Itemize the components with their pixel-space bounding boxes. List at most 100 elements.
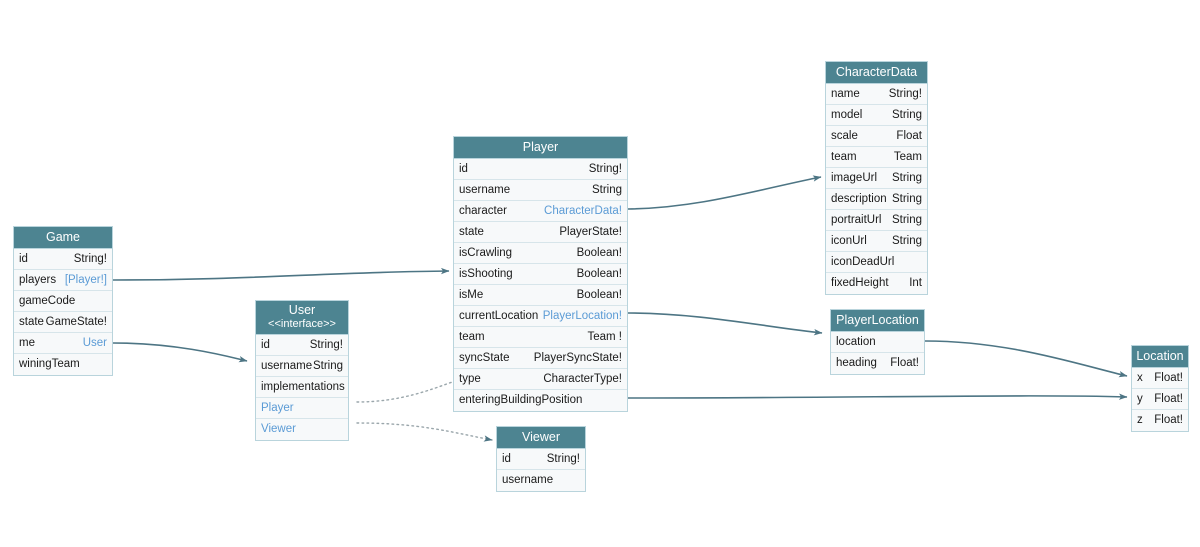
table-row[interactable]: heading Float! (831, 353, 924, 374)
field-name: id (261, 339, 270, 351)
table-row[interactable]: gameCode String! (14, 291, 112, 312)
field-type: Boolean! (576, 247, 622, 259)
field-type: String (550, 490, 580, 491)
table-row[interactable]: fixedHeight Int (826, 273, 927, 294)
table-row[interactable]: y Float! (1132, 389, 1188, 410)
table-row[interactable]: imageUrl String (826, 168, 927, 189)
table-row[interactable]: winingTeam Team (14, 354, 112, 375)
table-row[interactable]: name String! (826, 84, 927, 105)
entity-viewer[interactable]: Viewer id String! username String (496, 426, 586, 492)
field-name: username (261, 360, 313, 372)
field-type[interactable]: CharacterData! (544, 205, 622, 217)
edge-game-players-to-player (112, 267, 450, 281)
field-name: fixedHeight (831, 277, 889, 289)
table-row[interactable]: character CharacterData! (454, 201, 627, 222)
table-row[interactable]: id String! (256, 335, 348, 356)
field-name: model (831, 109, 863, 121)
entity-user-stereotype: <<interface>> (268, 318, 336, 330)
field-type: Boolean! (576, 289, 622, 301)
field-type[interactable]: Location (579, 410, 622, 411)
table-row[interactable]: syncState PlayerSyncState! (454, 348, 627, 369)
table-row[interactable]: currentLocation PlayerLocation! (454, 306, 627, 327)
field-name: username (459, 184, 511, 196)
edge-playerlocation-location-to-location (924, 340, 1128, 378)
entity-game[interactable]: Game id String! players [Player!] gameCo… (13, 226, 113, 376)
field-name: isMe (459, 289, 484, 301)
table-row[interactable]: portraitUrl String (826, 210, 927, 231)
field-name: character (459, 205, 507, 217)
field-name: enteringBuildingPosition (459, 394, 583, 406)
field-name: type (459, 373, 481, 385)
table-row[interactable]: me User (14, 333, 112, 354)
field-type[interactable]: PlayerLocation! (542, 310, 622, 322)
entity-location-title: Location (1132, 346, 1188, 368)
implementation-player[interactable]: Player (256, 398, 348, 419)
field-type: Float! (1154, 414, 1183, 426)
field-type: String (891, 109, 922, 121)
field-type: String! (588, 163, 622, 175)
implementation-viewer[interactable]: Viewer (256, 419, 348, 440)
table-row[interactable]: id String! (14, 249, 112, 270)
table-row[interactable]: x Float! (1132, 368, 1188, 389)
table-row[interactable]: team Team ! (454, 327, 627, 348)
entity-location[interactable]: Location x Float! y Float! z Float! (1131, 345, 1189, 432)
field-name: players (19, 274, 57, 286)
edge-game-me-to-user (112, 342, 248, 363)
table-row[interactable]: players [Player!] (14, 270, 112, 291)
table-row[interactable]: username String (256, 356, 348, 377)
entity-user-name: User (288, 303, 316, 317)
table-row[interactable]: iconDeadUrl String (826, 252, 927, 273)
table-row[interactable]: model String (826, 105, 927, 126)
entity-player[interactable]: Player id String! username String charac… (453, 136, 628, 412)
entity-characterdata[interactable]: CharacterData name String! model String … (825, 61, 928, 295)
field-type: Boolean! (576, 268, 622, 280)
field-name: username (502, 474, 554, 486)
table-row[interactable]: username String (454, 180, 627, 201)
table-row[interactable]: description String (826, 189, 927, 210)
field-type[interactable]: [Player!] (64, 274, 107, 286)
field-name: id (502, 453, 511, 465)
table-row[interactable]: state PlayerState! (454, 222, 627, 243)
field-name: iconDeadUrl (831, 256, 895, 268)
table-row[interactable]: enteringBuildingPosition Location (454, 390, 627, 411)
field-type: Float! (1154, 372, 1183, 384)
table-row[interactable]: isShooting Boolean! (454, 264, 627, 285)
edge-player-currentlocation-to-playerlocation (627, 312, 823, 336)
field-type: Float! (1154, 393, 1183, 405)
table-row[interactable]: scale Float (826, 126, 927, 147)
table-row[interactable]: team Team (826, 147, 927, 168)
table-row[interactable]: type CharacterType! (454, 369, 627, 390)
table-row[interactable]: id String! (454, 159, 627, 180)
field-name: imageUrl (831, 172, 878, 184)
table-row[interactable]: state GameState! (14, 312, 112, 333)
table-row[interactable]: id String! (497, 449, 585, 470)
field-name: me (19, 337, 35, 349)
entity-playerlocation-title: PlayerLocation (831, 310, 924, 332)
field-name: iconUrl (831, 235, 867, 247)
entity-playerlocation[interactable]: PlayerLocation location Location! headin… (830, 309, 925, 375)
table-row[interactable]: z Float! (1132, 410, 1188, 431)
entity-player-title: Player (454, 137, 627, 159)
field-type: Float (896, 130, 922, 142)
entity-user-title: User <<interface>> (256, 301, 348, 335)
field-type: String! (309, 339, 343, 351)
field-type: String! (73, 253, 107, 265)
field-type[interactable]: User (82, 337, 107, 349)
field-type: String! (888, 88, 922, 100)
table-row[interactable]: isMe Boolean! (454, 285, 627, 306)
entity-characterdata-title: CharacterData (826, 62, 927, 84)
table-row[interactable]: username String (497, 470, 585, 491)
field-name: state (19, 316, 44, 328)
table-row[interactable]: isCrawling Boolean! (454, 243, 627, 264)
field-name: scale (831, 130, 858, 142)
field-name: x (1137, 372, 1143, 384)
field-name: team (831, 151, 857, 163)
entity-user[interactable]: User <<interface>> id String! username S… (255, 300, 349, 441)
table-row[interactable]: iconUrl String (826, 231, 927, 252)
field-type: Team (79, 374, 107, 375)
field-name: currentLocation (459, 310, 539, 322)
field-type: Team ! (587, 331, 622, 343)
implementations-label: implementations (256, 377, 348, 398)
table-row[interactable]: location Location! (831, 332, 924, 353)
